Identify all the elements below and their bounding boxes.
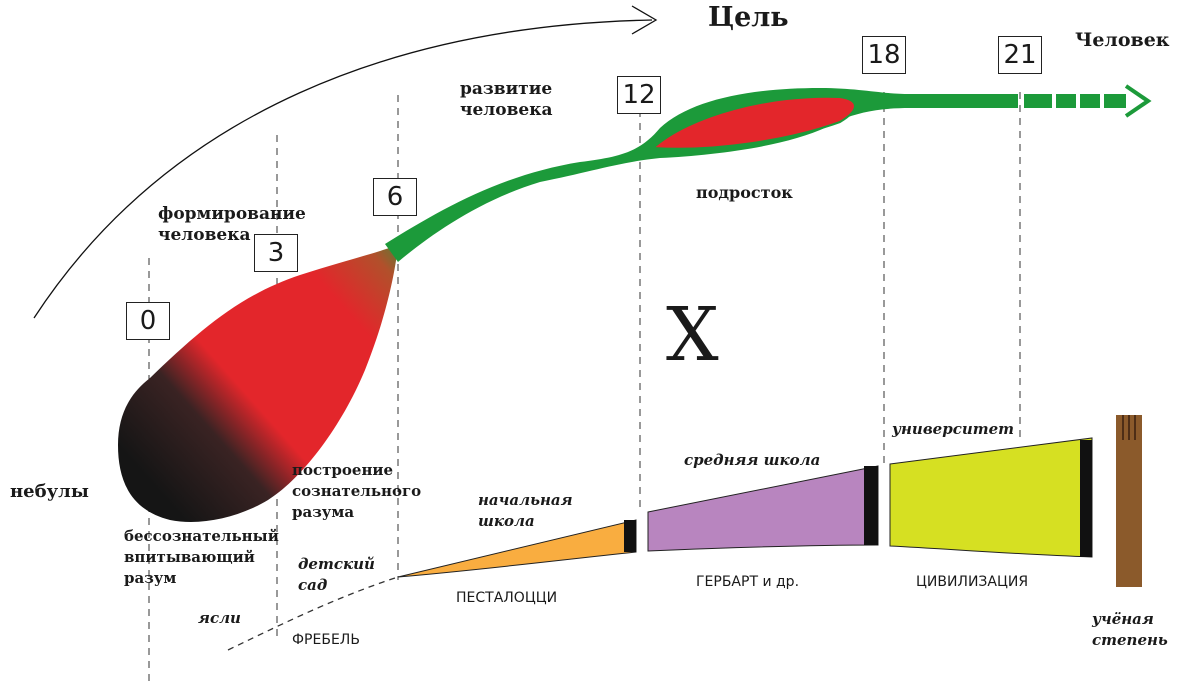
development-blob [118, 245, 398, 522]
unconscious-label-2: впитывающий [124, 548, 255, 566]
primary-bar [397, 519, 637, 578]
nursery-label: ясли [198, 609, 241, 627]
pestalozzi-label: ПЕСТАЛОЦЦИ [456, 590, 558, 606]
primary-bar-end [624, 520, 636, 552]
kindergarten-label-1: детский [298, 555, 375, 573]
teen-label: подросток [696, 183, 793, 202]
civilization-label: ЦИВИЛИЗАЦИЯ [916, 574, 1029, 590]
unconscious-label-1: бессознательный [124, 527, 279, 545]
nebula-label: небулы [10, 481, 89, 502]
primary-label-1: начальная [478, 491, 573, 509]
degree-bar [1116, 415, 1142, 587]
university-label: университет [892, 420, 1015, 438]
degree-label-1: учёная [1092, 610, 1154, 628]
secondary-bar [647, 465, 879, 552]
secondary-label: средняя школа [684, 451, 821, 469]
development-label-2: человека [460, 100, 553, 120]
formation-label-1: формирование [158, 204, 306, 224]
age-box-3: 3 [254, 234, 298, 272]
kindergarten-label-2: сад [298, 576, 328, 594]
primary-label-2: школа [478, 512, 535, 530]
conscious-label-3: разума [292, 503, 355, 521]
age-box-6: 6 [373, 178, 417, 216]
age-box-0: 0 [126, 302, 170, 340]
goal-label: Цель [708, 2, 789, 33]
teen-lens [650, 95, 856, 150]
age-box-18: 18 [862, 36, 906, 74]
conscious-label-2: сознательного [292, 482, 422, 500]
unconscious-label-3: разум [124, 569, 177, 587]
university-bar-end [1080, 440, 1092, 557]
secondary-bar-end [864, 466, 878, 545]
arrow-dash-3 [1080, 94, 1100, 108]
kindergarten-dash [227, 576, 399, 651]
herbart-label: ГЕРБАРТ и др. [696, 574, 800, 590]
age-box-21: 21 [998, 36, 1042, 74]
goal-arc [33, 19, 653, 319]
conscious-label-1: построение [292, 461, 394, 479]
degree-label-2: степень [1092, 631, 1168, 649]
arrow-dash-4 [1104, 94, 1126, 108]
formation-label-2: человека [158, 225, 251, 245]
froebel-label: ФРЕБЕЛЬ [292, 632, 360, 648]
arrow-dash-1 [1024, 94, 1052, 108]
human-label: Человек [1075, 29, 1170, 51]
arrow-dash-2 [1056, 94, 1076, 108]
center-x-mark: X [666, 292, 719, 378]
arrow-head [1124, 84, 1152, 118]
age-box-12: 12 [617, 76, 661, 114]
development-label-1: развитие [460, 79, 553, 99]
university-bar [889, 437, 1093, 558]
goal-arc-arrowhead [631, 5, 658, 35]
